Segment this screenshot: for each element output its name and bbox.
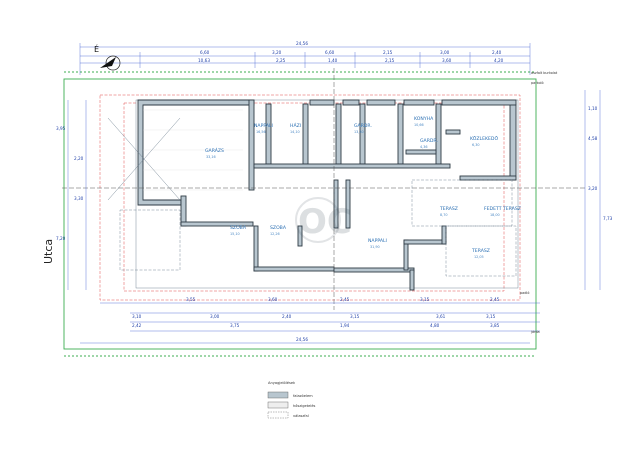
room-6-name: GARDR.	[420, 138, 438, 144]
bot-dim-r3-1: 2,42	[132, 323, 142, 328]
room-13-name: TERASZ	[471, 248, 490, 254]
bot-dim-r3-2: 3,75	[230, 323, 240, 328]
legend-title: Anyagjelölések	[268, 381, 296, 385]
bot-dim-r3-3: 1,94	[340, 323, 350, 328]
bot-dim-r2-3: 2,40	[282, 314, 292, 319]
right-dim-4: 7,73	[603, 216, 613, 221]
terrace-outline	[119, 179, 517, 277]
top-dim-3: 6,60	[325, 50, 335, 55]
room-garage-name: GARÁZS	[205, 147, 224, 154]
left-dim-4: 7,20	[56, 236, 66, 241]
bot-dim-r2-2: 3,00	[210, 314, 220, 319]
right-dim-3: 3,20	[588, 186, 598, 191]
room-7-name: KÖZLEKEDŐ	[470, 135, 498, 142]
room-8-name: SZOBA	[230, 225, 247, 231]
bot-dim-r2-4: 3,15	[350, 314, 360, 319]
room-11-name: TERASZ	[439, 206, 458, 212]
top-dim-2: 3,20	[272, 50, 282, 55]
bot-dim-4: 3,15	[420, 297, 430, 302]
left-dimensions: 3,95 2,20 3,30 7,20	[56, 100, 87, 290]
bottom-dimensions: 3,55 3,60 2,45 3,15 2,45 3,10 3,00 2,40 …	[80, 297, 540, 344]
legend-item-2: hőszigetelés	[293, 404, 316, 408]
bot-dim-3: 2,45	[340, 297, 350, 302]
room-garage-area: 33,16	[206, 155, 216, 159]
watermark: OC	[298, 202, 352, 242]
legend-item-1: falazóelem	[293, 394, 313, 398]
room-10-area: 31,90	[370, 245, 380, 249]
room-3-area: 14,10	[290, 130, 300, 134]
overall-bottom-dim: 24,56	[296, 337, 308, 342]
left-dim-1: 3,95	[56, 126, 66, 131]
top-dim-4: 2,15	[383, 50, 393, 55]
top-dim-r2-2: 2,25	[276, 58, 286, 63]
bot-dim-r3-5: 3,85	[490, 323, 500, 328]
top-dim-5: 3,00	[440, 50, 450, 55]
bot-dim-r2-5: 3,61	[436, 314, 446, 319]
room-5-area: 10,66	[414, 123, 424, 127]
room-10-name: NAPPALI	[368, 238, 387, 244]
bot-dim-2: 3,60	[268, 297, 278, 302]
room-9-area: 12,26	[270, 232, 280, 236]
room-2-area: 16,56	[256, 130, 266, 134]
top-dim-r2-3: 1,40	[328, 58, 338, 63]
note-3: padló	[520, 291, 529, 295]
room-13-area: 12,05	[474, 255, 484, 259]
north-arrow-icon: É	[94, 43, 121, 71]
bot-dim-r2-6: 3,15	[486, 314, 496, 319]
top-dim-r2-1: 10,63	[198, 58, 210, 63]
bot-dim-r3-4: 4,80	[430, 323, 440, 328]
room-2-name: NAPPALI	[254, 123, 273, 129]
room-6-area: 4,36	[420, 145, 428, 149]
top-dim-r2-4: 2,15	[385, 58, 395, 63]
bot-dim-1: 3,55	[186, 297, 196, 302]
right-dim-2: 4,58	[588, 136, 598, 141]
top-dim-1: 6,60	[200, 50, 210, 55]
street-label: Utca	[42, 239, 55, 264]
room-9-name: SZOBA	[270, 225, 287, 231]
top-dim-r2-5: 3,60	[442, 58, 452, 63]
room-labels: GARÁZS 33,16 NAPPALI 16,56 HÁZI 14,10 GA…	[205, 116, 521, 259]
overall-top-dim: 24,56	[296, 41, 308, 46]
top-dimensions: 24,56 6,60 3,20 6,60 2,15 3,00 2,40 10,6…	[79, 41, 531, 75]
materials-legend: Anyagjelölések falazóelem hőszigetelés v…	[267, 381, 316, 419]
building-walls	[135, 99, 519, 291]
property-boundary	[63, 78, 537, 350]
note-1: aszfalt burkolat	[531, 71, 558, 75]
note-4: járda	[530, 330, 540, 334]
site-notes: aszfalt burkolat parkoló padló járda	[520, 71, 558, 334]
room-4-name: GARDR.	[354, 123, 372, 129]
bot-dim-r2-1: 3,10	[132, 314, 142, 319]
room-11-area: 8,70	[440, 213, 448, 217]
room-12-area: 18,00	[490, 213, 500, 217]
legend-item-3: válaszfal	[293, 414, 309, 418]
right-dimensions: 1,10 4,58 3,20 7,73	[584, 90, 613, 290]
left-dim-2: 2,20	[74, 156, 84, 161]
room-5-name: KONYHA	[414, 116, 434, 122]
right-dim-1: 1,10	[588, 106, 598, 111]
room-8-area: 15,10	[230, 232, 240, 236]
room-4-area: 13,30	[354, 130, 364, 134]
room-3-name: HÁZI	[290, 122, 301, 129]
setback-line	[99, 94, 521, 301]
top-dim-6: 2,40	[492, 50, 502, 55]
note-2: parkoló	[531, 81, 544, 85]
north-label: É	[94, 43, 99, 54]
top-dim-r2-6: 4,20	[494, 58, 504, 63]
garage-slab	[107, 109, 243, 201]
left-dim-3: 3,30	[74, 196, 84, 201]
room-7-area: 6,30	[472, 143, 480, 147]
bot-dim-5: 2,45	[490, 297, 500, 302]
room-12-name: FEDETT TERASZ	[484, 206, 521, 212]
